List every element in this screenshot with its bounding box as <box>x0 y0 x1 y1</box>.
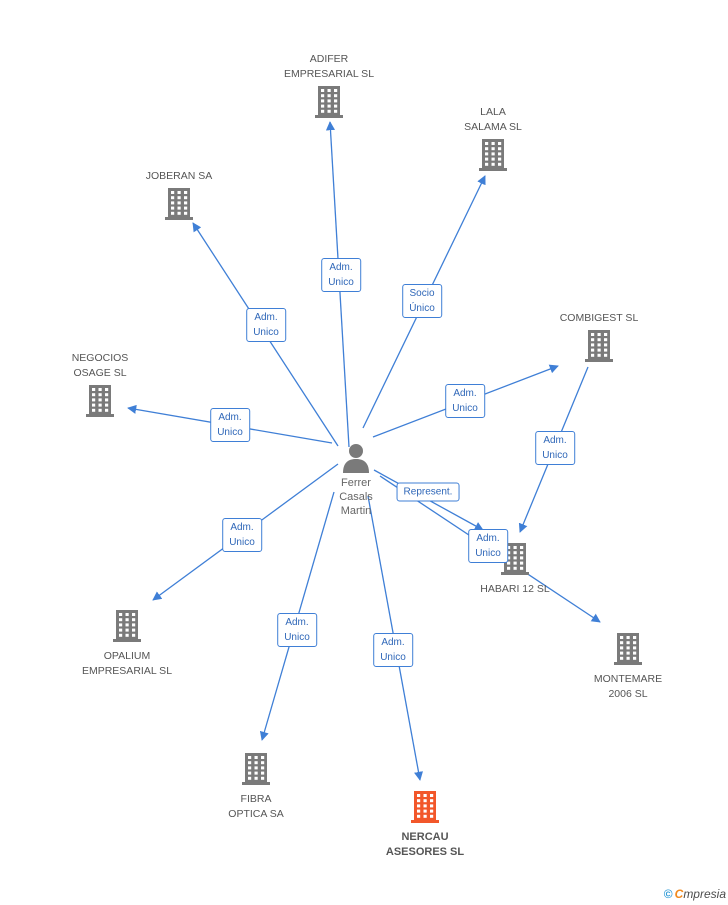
relation-label-lala[interactable]: Socio Único <box>402 284 442 318</box>
building-icon <box>104 186 254 225</box>
company-label: ADIFER EMPRESARIAL SL <box>283 53 375 80</box>
company-node-joberan[interactable]: JOBERAN SA <box>104 169 254 227</box>
brand-logo-mark: C <box>674 887 684 901</box>
company-label: NEGOCIOS OSAGE SL <box>71 352 129 379</box>
relation-label-nercau[interactable]: Adm. Unico <box>373 633 413 667</box>
person-icon <box>343 444 369 473</box>
company-label: MONTEMARE 2006 SL <box>593 673 663 700</box>
building-icon <box>52 608 202 647</box>
company-label: COMBIGEST SL <box>559 312 639 324</box>
company-node-habari[interactable]: HABARI 12 SL <box>440 539 590 597</box>
company-label: HABARI 12 SL <box>480 583 550 595</box>
building-icon <box>254 84 404 123</box>
company-label: NERCAU ASESORES SL <box>385 831 465 858</box>
company-label: JOBERAN SA <box>145 170 213 182</box>
relation-label-opalium[interactable]: Adm. Unico <box>222 518 262 552</box>
building-icon <box>350 789 500 828</box>
company-label: LALA SALAMA SL <box>464 106 522 133</box>
company-node-opalium[interactable]: OPALIUM EMPRESARIAL SL <box>52 606 202 679</box>
relation-label-habari[interactable]: Adm. Unico <box>535 431 575 465</box>
building-icon <box>524 328 674 367</box>
person-node[interactable]: Ferrer Casals Martin <box>311 440 401 518</box>
relation-label-habari[interactable]: Represent. <box>396 482 460 502</box>
company-label: FIBRA OPTICA SA <box>228 793 284 820</box>
company-label: OPALIUM EMPRESARIAL SL <box>81 650 173 677</box>
relation-label-adifer[interactable]: Adm. Unico <box>321 258 361 292</box>
building-icon <box>440 541 590 580</box>
relation-label-negocios[interactable]: Adm. Unico <box>210 408 250 442</box>
company-node-fibra[interactable]: FIBRA OPTICA SA <box>181 749 331 822</box>
relation-label-fibra[interactable]: Adm. Unico <box>277 613 317 647</box>
relation-label-montemare[interactable]: Adm. Unico <box>468 529 508 563</box>
copyright-symbol: © <box>663 887 673 901</box>
person-name: Ferrer Casals Martin <box>339 477 373 517</box>
building-icon <box>181 751 331 790</box>
company-node-adifer[interactable]: ADIFER EMPRESARIAL SL <box>254 52 404 125</box>
building-icon <box>553 631 703 670</box>
building-icon <box>418 137 568 176</box>
company-node-negocios[interactable]: NEGOCIOS OSAGE SL <box>25 351 175 424</box>
relation-label-combigest[interactable]: Adm. Unico <box>445 384 485 418</box>
company-node-combigest[interactable]: COMBIGEST SL <box>524 311 674 369</box>
company-node-nercau[interactable]: NERCAU ASESORES SL <box>350 787 500 860</box>
company-node-lala[interactable]: LALA SALAMA SL <box>418 105 568 178</box>
company-node-montemare[interactable]: MONTEMARE 2006 SL <box>553 629 703 702</box>
brand-name: mpresia <box>683 887 726 901</box>
building-icon <box>25 383 175 422</box>
relation-label-joberan[interactable]: Adm. Unico <box>246 308 286 342</box>
brand-footer: ©Cmpresia <box>664 887 726 901</box>
